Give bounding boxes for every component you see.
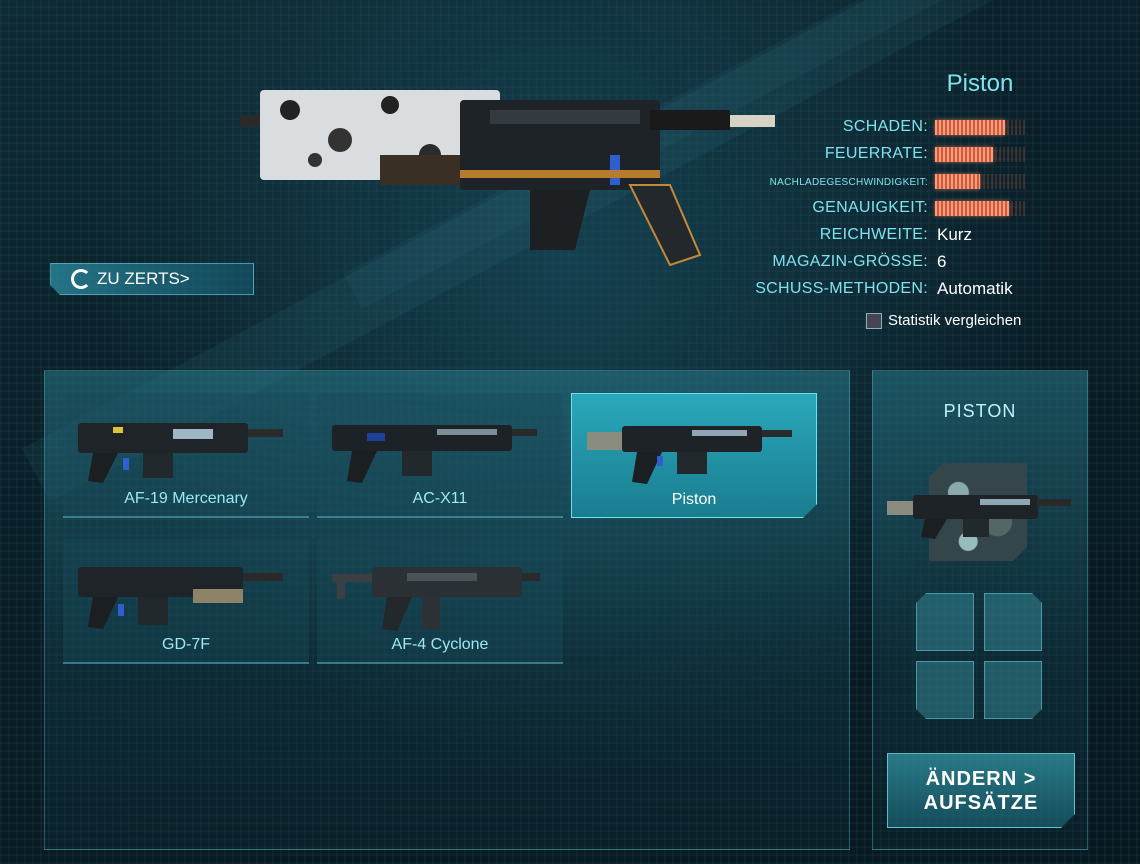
weapon-thumbnail (582, 404, 802, 489)
stat-row: GENAUIGKEIT: (740, 196, 1040, 220)
stat-row: REICHWEITE: Kurz (740, 223, 1040, 247)
attachment-slot[interactable] (916, 661, 974, 719)
certs-icon (71, 269, 91, 289)
weapon-title: Piston (946, 70, 1014, 97)
compare-label: Statistik vergleichen (888, 312, 1022, 329)
stat-bar (935, 201, 1025, 216)
stat-value: Kurz (937, 225, 972, 244)
weapon-card-selected[interactable]: Piston (571, 393, 817, 518)
weapon-grid: AF-19 Mercenary AC-X11 Piston (44, 370, 850, 850)
weapon-preview-image (240, 90, 775, 267)
stat-row: SCHUSS-METHODEN: Automatik (740, 277, 1040, 301)
stat-label: FEUERRATE: (824, 145, 928, 162)
stat-bar-fill (935, 147, 993, 162)
stat-label: SCHUSS-METHODEN: (755, 280, 928, 297)
weapon-thumbnail (78, 567, 283, 629)
stat-label: NACHLADEGESCHWINDIGKEIT: (769, 177, 928, 188)
stat-value: Automatik (937, 279, 1013, 298)
compare-checkbox[interactable] (866, 312, 882, 329)
weapon-card[interactable]: AC-X11 (317, 393, 563, 518)
attachment-slot[interactable] (984, 661, 1042, 719)
weapon-name: Piston (671, 491, 717, 508)
compare-stats-toggle[interactable]: Statistik vergleichen (866, 312, 1021, 329)
stat-value: 6 (937, 252, 947, 271)
stat-row: FEUERRATE: (740, 142, 1040, 166)
loadout-detail-panel: PISTON ÄNDERN > AUFSÄTZE (872, 370, 1088, 850)
weapon-thumbnail (332, 567, 540, 631)
stat-row: NACHLADEGESCHWINDIGKEIT: (740, 169, 1040, 193)
stat-bar-fill (935, 174, 980, 189)
stat-row: SCHADEN: (740, 115, 1040, 139)
weapon-name: AC-X11 (412, 490, 468, 507)
stat-label: SCHADEN: (842, 118, 928, 135)
weapon-card[interactable]: AF-19 Mercenary (63, 393, 309, 518)
weapon-name: AF-19 Mercenary (124, 490, 248, 507)
change-attachments-button[interactable]: ÄNDERN > AUFSÄTZE (887, 753, 1075, 828)
stat-row: MAGAZIN-GRÖSSE: 6 (740, 250, 1040, 274)
certs-button[interactable]: ZU ZERTS> (50, 263, 254, 295)
certs-button-label: ZU ZERTS> (97, 269, 190, 288)
weapon-thumbnail (332, 425, 537, 483)
loadout-weapon-title: PISTON (943, 401, 1017, 421)
stat-bar-fill (935, 120, 1006, 135)
weapon-thumbnail (78, 423, 283, 483)
weapon-name: AF-4 Cyclone (391, 636, 489, 653)
stat-label: REICHWEITE: (819, 226, 928, 243)
stat-bar-fill (935, 201, 1009, 216)
change-attachments-label: ÄNDERN > AUFSÄTZE (923, 767, 1039, 814)
stat-label: MAGAZIN-GRÖSSE: (772, 253, 928, 270)
attachment-slot[interactable] (984, 593, 1042, 651)
weapon-name: GD-7F (162, 636, 210, 653)
stat-label: GENAUIGKEIT: (812, 199, 928, 216)
weapon-card[interactable]: GD-7F (63, 539, 309, 664)
stat-bar (935, 174, 1025, 189)
attachment-slot[interactable] (916, 593, 974, 651)
stat-bar (935, 147, 1025, 162)
loadout-weapon-image (887, 495, 1071, 539)
stat-bar (935, 120, 1025, 135)
weapon-card[interactable]: AF-4 Cyclone (317, 539, 563, 664)
